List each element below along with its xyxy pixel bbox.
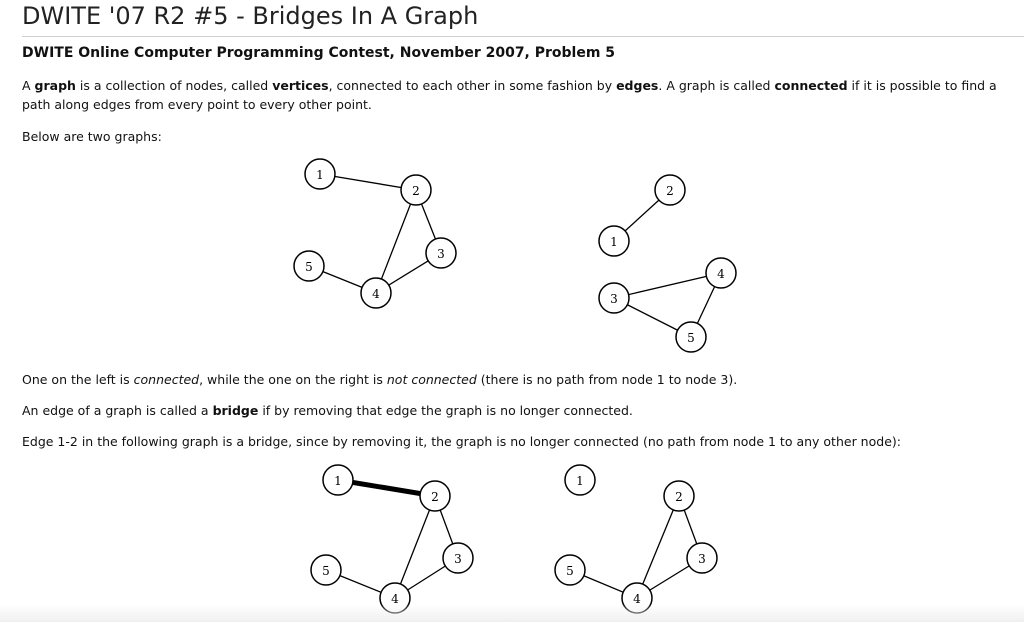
compare-text-2: , while the one on the right is bbox=[199, 372, 387, 387]
node-5: 5 bbox=[675, 321, 707, 353]
term-connected: connected bbox=[774, 78, 848, 93]
bridge-text-2: if by removing that edge the graph is no… bbox=[258, 403, 633, 418]
node-label: 5 bbox=[687, 331, 695, 345]
node-circle bbox=[442, 542, 474, 574]
node-label: 1 bbox=[576, 474, 584, 488]
node-label: 3 bbox=[437, 247, 445, 261]
term-graph: graph bbox=[34, 78, 76, 93]
node-3: 3 bbox=[442, 542, 474, 574]
intro-text-2: is a collection of nodes, called bbox=[75, 78, 273, 93]
node-circle bbox=[598, 225, 630, 257]
contest-subtitle: DWITE Online Computer Programming Contes… bbox=[22, 45, 616, 61]
term-edges: edges bbox=[616, 78, 659, 93]
node-label: 5 bbox=[566, 564, 574, 578]
bottom-fade bbox=[0, 604, 1024, 622]
edge-2-4 bbox=[394, 495, 436, 599]
node-label: 4 bbox=[633, 592, 641, 606]
node-label: 1 bbox=[316, 168, 324, 182]
node-label: 5 bbox=[322, 564, 330, 578]
edge-1-2 bbox=[319, 173, 417, 191]
node-label: 3 bbox=[454, 552, 462, 566]
node-5: 5 bbox=[310, 554, 342, 586]
term-bridge: bridge bbox=[212, 403, 259, 418]
node-label: 4 bbox=[717, 267, 725, 281]
term-vertices: vertices bbox=[272, 78, 329, 93]
node-label: 1 bbox=[334, 474, 342, 488]
intro-text-4: . A graph is called bbox=[658, 78, 775, 93]
compare-paragraph: One on the left is connected, while the … bbox=[22, 370, 737, 389]
node-label: 2 bbox=[431, 490, 439, 504]
node-3: 3 bbox=[686, 542, 718, 574]
node-circle bbox=[598, 282, 630, 314]
compare-text-3: (there is no path from node 1 to node 3)… bbox=[476, 372, 738, 387]
bridge-edge-1-2 bbox=[337, 477, 436, 499]
node-2: 2 bbox=[663, 480, 695, 512]
node-circle bbox=[360, 277, 392, 309]
node-4: 4 bbox=[705, 257, 737, 289]
edge-2-4 bbox=[636, 495, 680, 599]
node-circle bbox=[322, 464, 354, 496]
intro-text-3: , connected to each other in some fashio… bbox=[328, 78, 617, 93]
node-1: 1 bbox=[304, 158, 336, 190]
node-circle bbox=[400, 174, 432, 206]
node-2: 2 bbox=[400, 174, 432, 206]
node-circle bbox=[705, 257, 737, 289]
node-circle bbox=[304, 158, 336, 190]
node-4: 4 bbox=[360, 277, 392, 309]
edge-3-4 bbox=[613, 272, 722, 299]
intro-paragraph: A graph is a collection of nodes, called… bbox=[22, 76, 1012, 114]
intro-text-5: if it is possible to find a path along e… bbox=[22, 78, 997, 112]
node-2: 2 bbox=[654, 174, 686, 206]
node-circle bbox=[554, 554, 586, 586]
node-circle bbox=[663, 480, 695, 512]
compare-text-1: One on the left is bbox=[22, 372, 134, 387]
node-circle bbox=[654, 174, 686, 206]
graph-top-left: 1 2 3 4 5 bbox=[293, 158, 457, 309]
below-text: Below are two graphs: bbox=[22, 129, 162, 144]
node-label: 3 bbox=[698, 552, 706, 566]
node-2: 2 bbox=[419, 480, 451, 512]
node-5: 5 bbox=[554, 554, 586, 586]
node-5: 5 bbox=[293, 250, 325, 282]
node-1: 1 bbox=[564, 464, 596, 496]
node-circle bbox=[564, 464, 596, 496]
node-label: 2 bbox=[675, 490, 683, 504]
node-circle bbox=[675, 321, 707, 353]
title-divider bbox=[22, 36, 1024, 37]
node-1: 1 bbox=[598, 225, 630, 257]
node-label: 2 bbox=[666, 184, 674, 198]
node-circle bbox=[686, 542, 718, 574]
node-3: 3 bbox=[598, 282, 630, 314]
node-1: 1 bbox=[322, 464, 354, 496]
node-3: 3 bbox=[425, 237, 457, 269]
node-label: 3 bbox=[610, 292, 618, 306]
compare-connected: connected bbox=[133, 372, 200, 387]
page-title: DWITE '07 R2 #5 - Bridges In A Graph bbox=[22, 2, 479, 30]
graph-bottom-right: 1 2 3 4 5 bbox=[554, 464, 718, 614]
bridge-text-1: An edge of a graph is called a bbox=[22, 403, 213, 418]
compare-not-connected: not connected bbox=[386, 372, 477, 387]
node-label: 2 bbox=[412, 184, 420, 198]
node-circle bbox=[310, 554, 342, 586]
graph-top-right: 1 2 3 4 5 bbox=[598, 174, 737, 353]
node-circle bbox=[293, 250, 325, 282]
node-label: 4 bbox=[391, 592, 399, 606]
edge-2-4 bbox=[375, 189, 417, 294]
node-label: 4 bbox=[372, 287, 380, 301]
graph-bottom-left: 1 2 3 4 5 bbox=[310, 464, 474, 614]
node-label: 1 bbox=[610, 235, 618, 249]
node-circle bbox=[425, 237, 457, 269]
bridge-definition: An edge of a graph is called a bridge if… bbox=[22, 401, 633, 420]
node-label: 5 bbox=[305, 260, 313, 274]
intro-text-1: A bbox=[22, 78, 35, 93]
node-circle bbox=[419, 480, 451, 512]
example-text: Edge 1-2 in the following graph is a bri… bbox=[22, 434, 901, 449]
